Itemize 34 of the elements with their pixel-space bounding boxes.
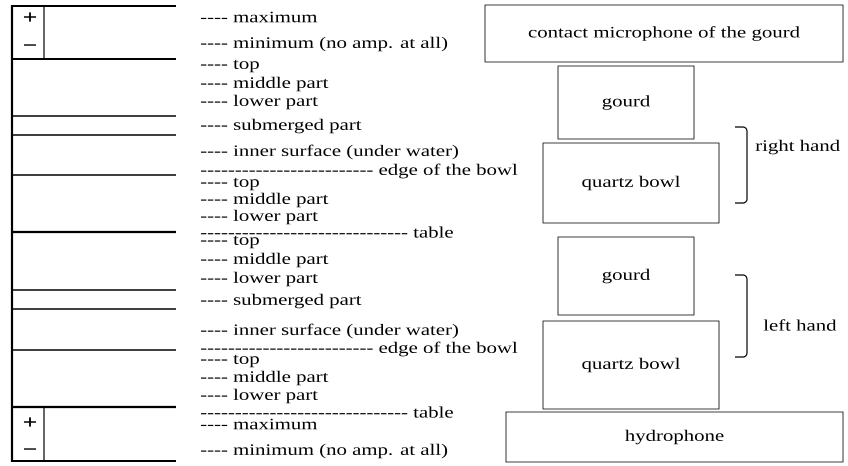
part-label: ---- top — [200, 178, 259, 190]
part-label: ---- top — [200, 236, 259, 248]
part-label: ---- minimum (no amp. at all) — [200, 36, 448, 52]
part-label: ---- middle part — [200, 192, 328, 208]
part-label: ---- lower part — [200, 94, 318, 110]
part-label: ---- top — [200, 354, 259, 368]
part-label: ---- middle part — [200, 76, 328, 92]
part-label: ---- inner surface (under water) — [200, 324, 458, 338]
part-label: ---- submerged part — [200, 294, 362, 308]
component-box: quartz bowl — [542, 142, 720, 224]
part-label: ---- lower part — [200, 272, 318, 286]
part-label: ---- maximum — [200, 12, 318, 22]
part-label: ---- submerged part — [200, 118, 362, 134]
part-label: ---- middle part — [200, 370, 328, 386]
part-label: ---- lower part — [200, 388, 318, 404]
part-label: ---- middle part — [200, 252, 328, 268]
sign-symbol: − — [24, 44, 36, 46]
component-box: gourd — [558, 236, 694, 316]
hand-label: right hand — [756, 140, 840, 154]
part-label: ---- minimum (no amp. at all) — [200, 444, 448, 458]
part-label: ---- top — [200, 60, 259, 72]
component-box: contact microphone of the gourd — [484, 4, 844, 62]
part-label: ---- lower part — [200, 210, 318, 224]
component-box: quartz bowl — [542, 320, 720, 410]
level-label: ------------------------- edge of the bowl — [200, 164, 518, 178]
component-box: hydrophone — [506, 412, 844, 462]
sign-symbol: + — [24, 417, 36, 427]
hand-label: left hand — [764, 319, 836, 331]
level-label: ------------------------------ table — [200, 406, 453, 418]
component-box: gourd — [558, 66, 694, 140]
part-label: ---- maximum — [200, 418, 318, 430]
sign-symbol: + — [24, 12, 36, 22]
sign-symbol: − — [24, 448, 36, 450]
part-label: ---- inner surface (under water) — [200, 144, 458, 160]
